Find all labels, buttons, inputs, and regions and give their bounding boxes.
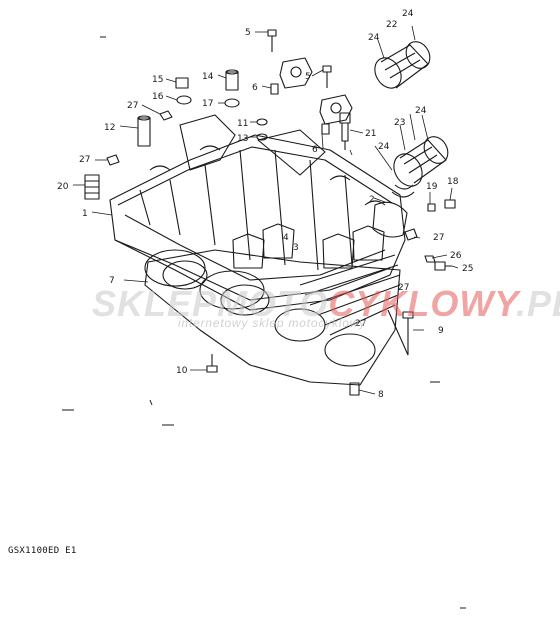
dowel-8 bbox=[349, 382, 360, 396]
callout-c8: 8 bbox=[378, 390, 384, 400]
callout-c16: 16 bbox=[152, 92, 164, 102]
camshaft-cap-right bbox=[319, 94, 353, 125]
head-gasket bbox=[144, 249, 401, 386]
callout-c27e: 27 bbox=[355, 319, 366, 329]
part-27-clip-a bbox=[159, 110, 173, 121]
callout-c4: 4 bbox=[283, 233, 289, 243]
callout-c11: 11 bbox=[237, 119, 248, 129]
bolt-10 bbox=[206, 354, 218, 373]
callout-c6a: 6 bbox=[252, 83, 258, 93]
callout-c19: 19 bbox=[426, 182, 438, 192]
cylinder-head bbox=[109, 114, 408, 311]
camshaft-cap-left bbox=[279, 57, 313, 89]
part-14-tappet bbox=[225, 69, 239, 91]
part-12-sleeve bbox=[137, 115, 151, 147]
intake-pipe-upper bbox=[374, 41, 431, 89]
dowel-6-left bbox=[270, 83, 279, 95]
callout-c10: 10 bbox=[176, 366, 188, 376]
callout-c12: 12 bbox=[104, 123, 115, 133]
part-18-bolt bbox=[444, 199, 456, 209]
stud-bolt-9 bbox=[402, 311, 414, 355]
part-11-seal bbox=[256, 118, 268, 126]
callout-c5a: 5 bbox=[245, 28, 251, 38]
intake-pipe-lower bbox=[391, 136, 449, 198]
callout-c27a: 27 bbox=[127, 101, 138, 111]
callout-c21: 21 bbox=[365, 129, 376, 139]
callout-c23: 23 bbox=[394, 118, 405, 128]
model-code: GSX1100ED E1 bbox=[8, 546, 77, 556]
callout-c6b: 6 bbox=[312, 145, 318, 155]
stray-marks bbox=[62, 36, 466, 609]
callout-c3: 3 bbox=[293, 243, 299, 253]
callout-c25: 25 bbox=[462, 264, 473, 274]
callout-c15: 15 bbox=[152, 75, 163, 85]
part-16-washer bbox=[176, 95, 192, 105]
callout-c5b: 5 bbox=[305, 72, 311, 82]
callout-c27c: 27 bbox=[433, 233, 444, 243]
callout-c26: 26 bbox=[450, 251, 462, 261]
callout-c17: 17 bbox=[202, 99, 213, 109]
callout-c7: 7 bbox=[109, 276, 115, 286]
part-25-bolt bbox=[434, 261, 452, 271]
part-17-oring bbox=[224, 98, 240, 108]
callout-c13: 13 bbox=[237, 134, 248, 144]
callout-c24d: 24 bbox=[378, 142, 390, 152]
part-15-cap bbox=[175, 77, 189, 89]
callout-c9: 9 bbox=[438, 326, 444, 336]
leader-lines bbox=[73, 25, 459, 395]
callout-c27d: 27 bbox=[398, 283, 409, 293]
part-19-nut bbox=[427, 203, 436, 212]
callout-c22: 22 bbox=[386, 20, 397, 30]
callout-c20: 20 bbox=[57, 182, 69, 192]
part-20-mount bbox=[84, 174, 100, 200]
callout-labels: 1 2 3 4 5 5 6 6 7 8 9 10 11 12 13 14 15 … bbox=[57, 9, 473, 400]
bolt-5-lower bbox=[322, 65, 332, 88]
spark-plug bbox=[339, 112, 351, 150]
callout-c2: 2 bbox=[369, 195, 375, 205]
callout-c24a: 24 bbox=[402, 9, 414, 19]
part-27-clip-c bbox=[404, 228, 418, 241]
callout-c1: 1 bbox=[82, 209, 88, 219]
callout-c27b: 27 bbox=[79, 155, 90, 165]
callout-c14: 14 bbox=[202, 72, 214, 82]
bolt-5-upper bbox=[267, 29, 277, 52]
part-26-clip bbox=[424, 255, 436, 263]
stud-bolt-long bbox=[387, 309, 409, 356]
part-27-clip-b bbox=[106, 154, 120, 166]
dowel-6-right bbox=[321, 123, 330, 135]
callout-c24c: 24 bbox=[415, 106, 427, 116]
cylinder-fins bbox=[299, 254, 401, 336]
callout-c18: 18 bbox=[447, 177, 459, 187]
callout-c24b: 24 bbox=[368, 33, 380, 43]
